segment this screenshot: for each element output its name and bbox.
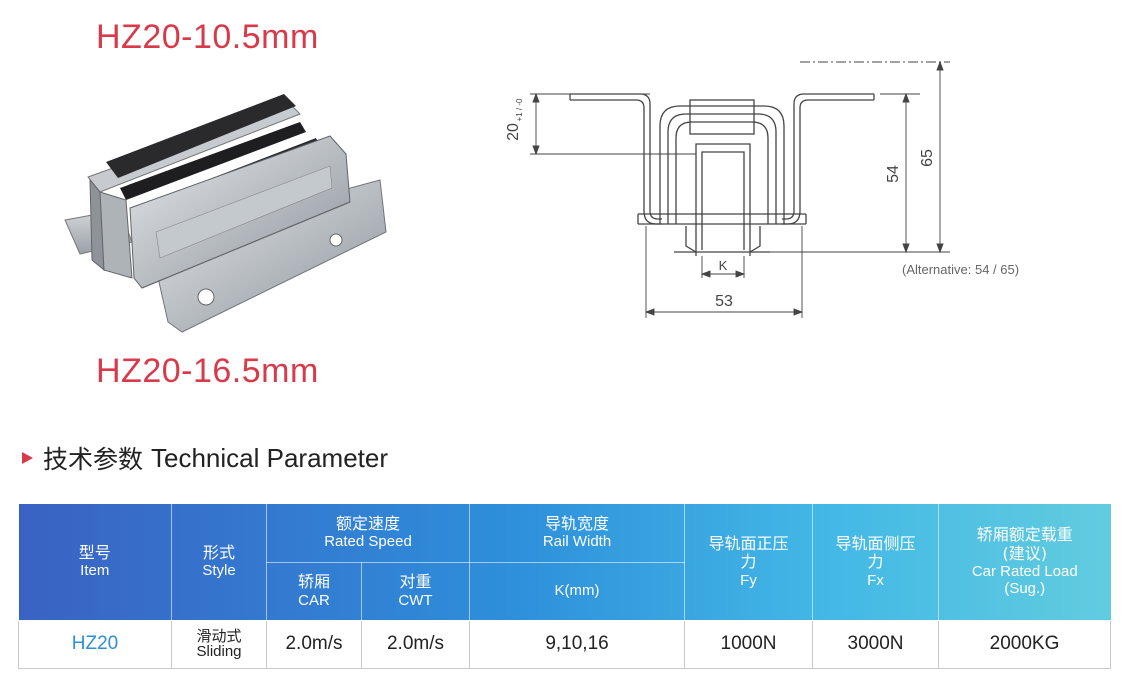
technical-drawing: 20 +1 / -0 54 65 K 53 (Alternative: 54 /… <box>505 60 1019 318</box>
header-cwt: 对重 CWT <box>361 562 471 621</box>
header-fx: 导轨面侧压力 Fx <box>812 504 940 621</box>
dim-20-tolerance: +1 / -0 <box>515 98 524 121</box>
product-title-bottom: HZ20-16.5mm <box>96 352 319 390</box>
cell-car-speed: 2.0m/s <box>266 619 362 669</box>
header-item: 型号 Item <box>18 504 172 621</box>
cell-style: 滑动式 Sliding <box>171 619 267 669</box>
spec-table: 型号 Item 形式 Style 额定速度 Rated Speed 导轨宽度 R… <box>18 504 1112 669</box>
header-style: 形式 Style <box>171 504 267 621</box>
section-heading: 技术参数 Technical Parameter <box>22 440 388 476</box>
alternative-note: (Alternative: 54 / 65) <box>902 262 1019 277</box>
product-photo <box>64 94 387 333</box>
cell-fx: 3000N <box>812 619 940 669</box>
dim-k-label: K <box>719 258 728 273</box>
header-rail-width: 导轨宽度 Rail Width <box>469 504 686 563</box>
dim-20-label: 20 <box>505 123 522 141</box>
cell-item: HZ20 <box>18 619 172 669</box>
header-car-rated-load: 轿厢额定载重 (建议) Car Rated Load (Sug.) <box>938 504 1111 621</box>
section-heading-cn: 技术参数 <box>43 445 144 474</box>
header-rated-speed: 额定速度 Rated Speed <box>266 504 471 563</box>
section-heading-en: Technical Parameter <box>151 442 389 473</box>
header-car: 轿厢 CAR <box>266 562 362 621</box>
triangle-arrow-icon <box>22 452 33 464</box>
dim-53-label: 53 <box>715 293 733 310</box>
dim-54-label: 54 <box>885 165 902 183</box>
dim-65-label: 65 <box>919 149 936 167</box>
cell-k: 9,10,16 <box>469 619 686 669</box>
header-fy: 导轨面正压力 Fy <box>684 504 814 621</box>
cell-load: 2000KG <box>938 619 1112 669</box>
table-row: HZ20 滑动式 Sliding 2.0m/s 2.0m/s 9,10,16 1… <box>18 619 1112 669</box>
product-title-top: HZ20-10.5mm <box>96 18 319 56</box>
cell-fy: 1000N <box>684 619 814 669</box>
cell-cwt-speed: 2.0m/s <box>360 619 471 669</box>
header-k-mm: K(mm) <box>469 562 686 621</box>
